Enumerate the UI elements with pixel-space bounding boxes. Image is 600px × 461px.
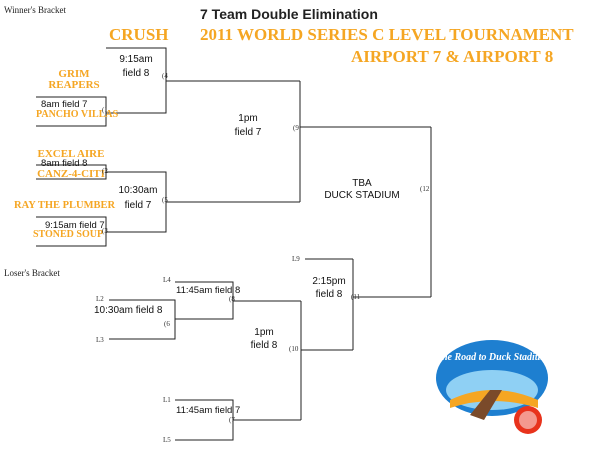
- team-canz-4-citi: CANZ-4-CITI: [37, 168, 105, 180]
- game-3-info: 9:15am field 7: [45, 220, 105, 231]
- team-grim-reapers: GRIM REAPERS: [42, 69, 106, 91]
- game-11-time: 2:15pm: [312, 276, 346, 287]
- game-11-info: 2:15pm field 8: [306, 275, 352, 301]
- game-4-field: field 8: [122, 68, 150, 79]
- page-title: 7 Team Double Elimination: [200, 6, 378, 22]
- game-3-number: (3: [102, 227, 108, 235]
- game-2-info: 8am field 8: [41, 158, 88, 169]
- game-5-number: (5: [162, 196, 168, 204]
- loser-l9: L9: [292, 255, 300, 263]
- game-7-number: (7: [229, 416, 235, 424]
- team-excel-aire: EXCEL AIRE: [37, 148, 105, 160]
- team-grim-line1: GRIM: [58, 68, 90, 80]
- bracket-line-g6: [109, 299, 176, 340]
- team-grim-line2: REAPERS: [48, 79, 100, 91]
- team-ray-the-plumber: RAY THE PLUMBER: [14, 200, 116, 211]
- game-4-time: 9:15am: [119, 54, 153, 65]
- loser-l2: L2: [96, 295, 104, 303]
- game-5-info: 10:30am field 7: [110, 183, 166, 213]
- game-10-field: field 8: [250, 340, 278, 351]
- game-12-venue: DUCK STADIUM: [324, 190, 400, 201]
- loser-l4: L4: [163, 276, 171, 284]
- game-7-info: 11:45am field 7: [176, 405, 241, 416]
- game-10-info: 1pm field 8: [238, 326, 290, 352]
- team-pancho-villas: PANCHO VILLAS: [36, 109, 119, 120]
- team-stoned-soup: STONED SOUP: [32, 229, 104, 240]
- tournament-subtitle: 2011 WORLD SERIES C LEVEL TOURNAMENT: [200, 25, 574, 44]
- game-9-field: field 7: [234, 127, 262, 138]
- game-2-number: (2: [102, 167, 108, 175]
- logo-text: The Road to Duck Stadium: [436, 352, 548, 363]
- game-11-number: (11: [351, 293, 361, 301]
- game-9-number: (9: [293, 124, 299, 132]
- team-crush: CRUSH: [109, 25, 169, 44]
- game-8-number: (8: [229, 295, 235, 303]
- game-6-info: 10:30am field 8: [94, 305, 163, 316]
- game-10-number: (10: [289, 345, 299, 353]
- game-1-number: (1: [102, 106, 108, 114]
- road-to-duck-stadium-logo: The Road to Duck Stadium: [436, 340, 548, 434]
- logo-badge-inner: [519, 411, 537, 429]
- venue-title: AIRPORT 7 & AIRPORT 8: [351, 47, 554, 66]
- game-10-time: 1pm: [254, 327, 274, 338]
- bracket-line-g3: [36, 216, 107, 247]
- game-11-field: field 8: [315, 289, 343, 300]
- bracket-line-g1: [36, 96, 107, 127]
- loser-l5: L5: [163, 436, 171, 444]
- game-5-time: 10:30am: [118, 185, 158, 196]
- game-4-info: 9:15am field 8: [108, 53, 164, 81]
- game-9-time: 1pm: [238, 113, 258, 124]
- game-5-field: field 7: [124, 200, 152, 211]
- game-12-tba: TBA: [352, 178, 372, 189]
- game-8-info: 11:45am field 8: [176, 285, 241, 296]
- game-12-number: (12: [420, 185, 430, 193]
- losers-bracket-label: Loser's Bracket: [4, 268, 60, 278]
- logo-road: [470, 390, 502, 420]
- loser-l1: L1: [163, 396, 171, 404]
- game-6-number: (6: [164, 320, 170, 328]
- game-12-info: TBA DUCK STADIUM: [312, 178, 412, 202]
- winners-bracket-label: Winner's Bracket: [4, 5, 66, 15]
- game-9-info: 1pm field 7: [218, 112, 278, 140]
- loser-l3: L3: [96, 336, 104, 344]
- game-4-number: (4: [162, 72, 168, 80]
- game-1-info: 8am field 7: [41, 99, 88, 110]
